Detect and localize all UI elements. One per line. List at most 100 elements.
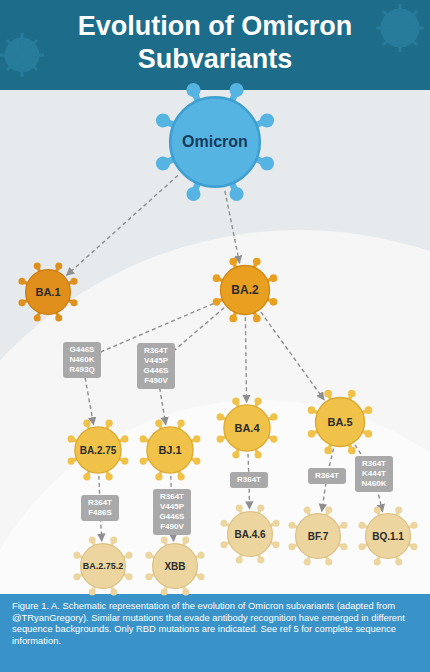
virus-body bbox=[75, 427, 121, 473]
variant-name: BF.7 bbox=[308, 531, 329, 542]
virus-knob bbox=[156, 157, 170, 171]
virus-knob bbox=[348, 390, 356, 398]
virus-knob bbox=[193, 435, 200, 442]
virus-knob bbox=[358, 543, 365, 550]
virus-knob bbox=[155, 473, 162, 480]
variant-name: Omicron bbox=[182, 133, 248, 151]
mutation-label: R364T K444T N460K bbox=[355, 456, 393, 492]
virus-knob bbox=[145, 552, 152, 559]
variant-name: BA.4.6 bbox=[234, 529, 265, 540]
virus-knob bbox=[145, 573, 152, 580]
virus-knob bbox=[68, 457, 75, 464]
virus-body bbox=[81, 544, 126, 589]
virus-knob bbox=[220, 541, 227, 548]
virus-knob bbox=[232, 398, 239, 405]
dashed-arrow bbox=[225, 191, 240, 263]
virus-knob bbox=[324, 390, 332, 398]
virus-knob bbox=[161, 588, 168, 595]
dashed-arrow bbox=[245, 317, 246, 402]
virus-knob bbox=[272, 541, 279, 548]
virus-knob bbox=[70, 299, 77, 306]
background-circle bbox=[0, 230, 430, 672]
virus-knob bbox=[197, 573, 204, 580]
virus-knob bbox=[257, 504, 264, 511]
virus-knob bbox=[105, 420, 112, 427]
virus-knob bbox=[213, 298, 221, 306]
virus-knob bbox=[73, 573, 80, 580]
virus-knob bbox=[70, 278, 77, 285]
virus-knob bbox=[232, 451, 239, 458]
virus-body bbox=[224, 405, 270, 451]
caption: Figure 1. A. Schematic representation of… bbox=[12, 600, 418, 646]
variant-name: BA.2.75 bbox=[80, 445, 117, 456]
variant-virus: BJ.1 bbox=[137, 417, 203, 483]
virus-knob bbox=[140, 435, 147, 442]
virus-knob bbox=[374, 558, 381, 565]
virus-knob bbox=[230, 83, 244, 97]
virus-knob bbox=[217, 413, 224, 420]
variant-virus: BA.2.75.2 bbox=[71, 534, 135, 598]
variant-name: XBB bbox=[164, 561, 185, 572]
mutation-label: R364T F486S bbox=[81, 495, 119, 521]
virus-knob bbox=[270, 435, 277, 442]
virus-body bbox=[366, 514, 411, 559]
virus-knob bbox=[105, 473, 112, 480]
virus-knob bbox=[358, 522, 365, 529]
mutation-label: R364T bbox=[230, 472, 268, 488]
mutation-label: R364T V445P G446S F490V bbox=[153, 489, 191, 535]
virus-knob bbox=[89, 588, 96, 595]
virus-knob bbox=[236, 504, 243, 511]
virus-knob bbox=[110, 536, 117, 543]
virus-knob bbox=[125, 552, 132, 559]
virus-body bbox=[221, 266, 270, 315]
virus-knob bbox=[182, 536, 189, 543]
virus-body bbox=[228, 512, 273, 557]
mutation-label: R364T bbox=[308, 468, 346, 484]
virus-knob bbox=[254, 398, 261, 405]
variant-virus: BQ.1.1 bbox=[356, 504, 420, 568]
mutation-label: R364T V445P G446S F490V bbox=[137, 343, 175, 389]
virus-knob bbox=[186, 83, 200, 97]
virus-knob bbox=[254, 451, 261, 458]
virus-knob bbox=[365, 430, 373, 438]
virus-knob bbox=[186, 187, 200, 201]
virus-knob bbox=[177, 473, 184, 480]
virus-knob bbox=[325, 558, 332, 565]
variant-name: BA.1 bbox=[35, 286, 60, 298]
variant-name: BJ.1 bbox=[158, 444, 181, 456]
virus-knob bbox=[89, 536, 96, 543]
virus-knob bbox=[308, 406, 316, 414]
virus-knob bbox=[236, 556, 243, 563]
variant-virus: BA.2 bbox=[210, 255, 280, 325]
virus-knob bbox=[193, 457, 200, 464]
virus-knob bbox=[365, 406, 373, 414]
virus-knob bbox=[55, 314, 62, 321]
virus-knob bbox=[272, 520, 279, 527]
virus-knob bbox=[18, 278, 25, 285]
virus-knob bbox=[260, 157, 274, 171]
virus-knob bbox=[410, 522, 417, 529]
virus-knob bbox=[217, 435, 224, 442]
background-circle bbox=[0, 400, 430, 672]
virus-knob bbox=[288, 522, 295, 529]
virus-knob bbox=[270, 298, 278, 306]
virus-knob bbox=[324, 447, 332, 455]
virus-knob bbox=[229, 258, 237, 266]
virus-knob bbox=[197, 552, 204, 559]
dashed-arrow bbox=[261, 312, 324, 400]
virus-knob bbox=[213, 274, 221, 282]
title: Evolution of Omicron Subvariants bbox=[65, 10, 365, 76]
dashed-arrow bbox=[82, 301, 220, 425]
virus-knob bbox=[18, 299, 25, 306]
virus-knob bbox=[288, 543, 295, 550]
variant-virus: Omicron bbox=[151, 78, 279, 206]
mutation-label: G446S N460K R493Q bbox=[63, 342, 101, 378]
virus-knob bbox=[155, 420, 162, 427]
virus-knob bbox=[68, 435, 75, 442]
virus-knob bbox=[253, 315, 261, 323]
virus-knob bbox=[229, 315, 237, 323]
variant-name: BQ.1.1 bbox=[372, 531, 404, 542]
virus-knob bbox=[177, 420, 184, 427]
virus-body bbox=[170, 97, 260, 187]
